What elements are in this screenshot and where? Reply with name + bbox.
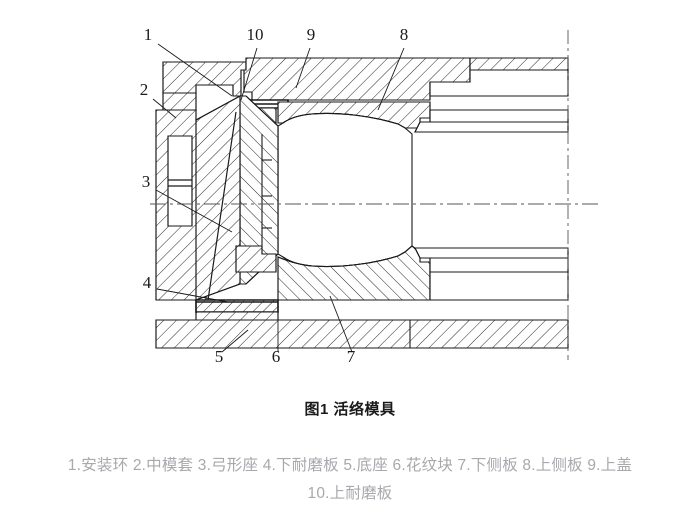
callout-numbers: 1 2 3 4 5 6 7 8 9 10 <box>140 25 409 366</box>
callout-leader-8 <box>377 47 405 111</box>
part-lower-wear-plate <box>195 299 279 313</box>
callout-number-4: 4 <box>143 273 152 292</box>
part-mounting-ring <box>162 61 247 111</box>
callout-number-2: 2 <box>140 80 149 99</box>
callout-number-3: 3 <box>142 172 151 191</box>
mold-cross-section-svg: 1 2 3 4 5 6 7 8 9 10 <box>140 25 600 366</box>
legend-line-2: 10.上耐磨板 <box>307 485 393 502</box>
callout-leader-2 <box>152 98 177 119</box>
callout-leader-10 <box>240 47 258 101</box>
part-middle-mold-sleeve <box>155 109 207 301</box>
part-bow-seat <box>195 95 241 301</box>
figure-legend: 1.安装环 2.中模套 3.弓形座 4.下耐磨板 5.底座 6.花纹块 7.下侧… <box>28 452 672 508</box>
technical-drawing: 1 2 3 4 5 6 7 8 9 10 <box>140 25 600 366</box>
part-lower-side-plate <box>277 245 569 301</box>
callout-leader-7 <box>329 295 353 353</box>
figure-caption: 图1 活络模具 <box>304 401 396 418</box>
callout-number-8: 8 <box>400 25 409 44</box>
callout-number-5: 5 <box>215 347 224 366</box>
callout-leader-4 <box>156 288 229 303</box>
callout-number-9: 9 <box>307 25 316 44</box>
callout-leader-1 <box>157 43 233 97</box>
legend-line-1: 1.安装环 2.中模套 3.弓形座 4.下耐磨板 5.底座 6.花纹块 7.下侧… <box>67 457 633 474</box>
part-tread-block <box>239 95 279 285</box>
part-base-plate <box>155 319 569 349</box>
callout-number-1: 1 <box>144 25 153 44</box>
part-upper-cover <box>243 57 569 101</box>
mold-cavity-profile <box>277 112 413 268</box>
callout-leader-9 <box>295 47 311 89</box>
callout-number-6: 6 <box>272 347 281 366</box>
callout-number-10: 10 <box>247 25 264 44</box>
callout-number-7: 7 <box>347 347 356 366</box>
callout-leaders <box>152 43 405 353</box>
callout-leader-3 <box>155 189 233 233</box>
part-lower-step-block <box>235 245 277 273</box>
callout-leader-5 <box>221 329 249 353</box>
